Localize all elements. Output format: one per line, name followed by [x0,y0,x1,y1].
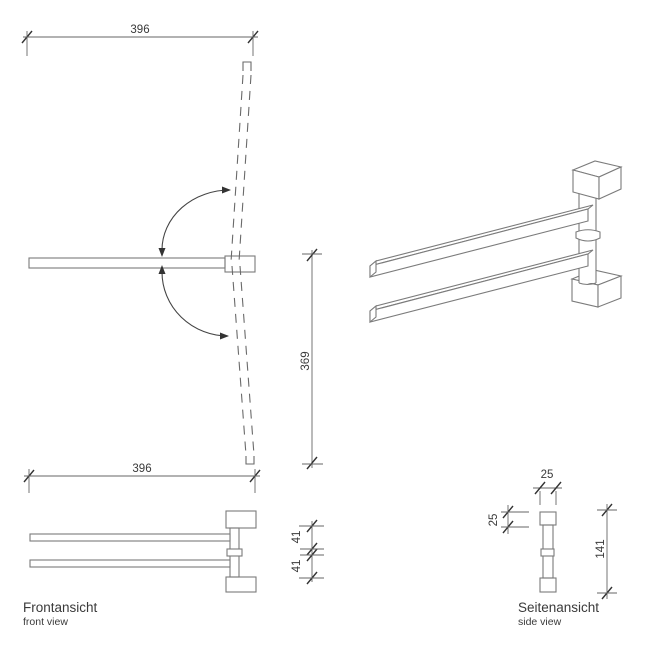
arc-path [161,189,231,251]
front-view-subtitle: front view [23,616,68,628]
arc-path [161,271,229,337]
dim-extension-stubs [299,525,324,579]
upper-bar-3d [369,204,594,279]
arm-down-dashes [231,265,255,456]
dim-post-width: 25 [533,469,562,505]
arrow-up-icon [158,265,166,274]
top-mount-cube [571,160,623,200]
dim-extension-stubs [302,253,323,465]
swivel-front-view: 396 369 [21,24,323,470]
dim-total-height: 141 [595,503,617,600]
bottom-mount-block [539,577,557,593]
arrow-right-icon [222,186,231,194]
swing-arc-lower [158,265,229,340]
bottom-mount-block [225,576,257,593]
dim-bar-offsets: 41 41 [291,519,324,585]
post-collar [575,229,601,242]
arm-up-dashes [230,74,252,263]
dim-width-value: 396 [132,463,151,475]
side-view-body [539,511,557,593]
dim-width-value: 396 [130,24,149,36]
bar-end-cap [369,259,377,279]
cube-right-face [598,166,622,200]
dim-mount-height: 25 [488,505,529,534]
bar-arm [28,257,226,269]
arrow-down-icon [158,248,166,257]
front-view: 396 41 41 Frontansicht front view [23,463,324,628]
cube-right-face [597,275,622,308]
dim-extension-stubs [28,469,256,493]
dim-extension-stubs [501,511,529,528]
arm-up-end-cap [242,61,252,71]
top-mount-block [539,511,557,526]
dim-lower-offset-value: 41 [291,560,303,573]
dim-swing-height: 369 [300,248,323,470]
dim-overall-width-front: 396 [23,463,261,493]
upper-bar [29,533,231,542]
dim-upper-offset-value: 41 [291,531,303,544]
side-view-title: Seitenansicht [518,600,599,615]
dim-extension-stubs [539,491,557,505]
perspective-view [369,160,623,324]
arm-down-end-cap [245,456,255,465]
side-view-subtitle: side view [518,616,562,628]
dim-ticks [306,248,318,470]
dim-post-width-value: 25 [541,469,554,481]
arm-position-down-dashed [231,265,255,465]
lower-bar [29,559,231,568]
collar [540,548,555,557]
front-view-title: Frontansicht [23,600,98,615]
collar [226,548,243,557]
top-mount-block [225,510,257,529]
towel-bar-horizontal [28,255,256,273]
dim-total-height-value: 141 [595,539,607,558]
dim-ticks [534,481,562,495]
front-view-body [29,510,257,593]
lower-bar-3d [369,249,594,324]
dim-overall-width-top: 396 [21,24,259,56]
arrow-right-icon [220,332,229,340]
arm-position-up-dashed [230,61,252,263]
dim-swing-value: 369 [300,351,312,370]
dim-extension-stubs [26,31,254,56]
dim-mount-height-value: 25 [488,514,500,527]
bar-end-cap [369,304,377,324]
swing-arc-upper [158,186,231,257]
dim-extension-stubs [597,509,617,594]
side-view: 25 25 141 Seitenansicht side view [488,469,617,628]
